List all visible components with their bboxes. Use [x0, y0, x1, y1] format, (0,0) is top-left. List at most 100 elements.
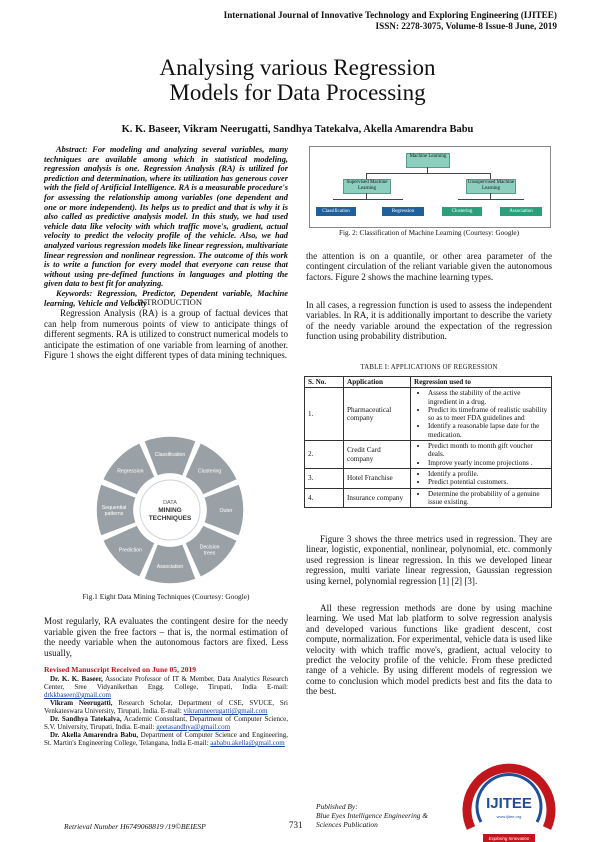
- table-header-cell: Regression used to: [410, 375, 552, 389]
- table-cell-uses: Assess the stability of the active ingre…: [410, 387, 552, 442]
- figure-2-caption: Fig. 2: Classification of Machine Learni…: [338, 229, 520, 237]
- wheel-segment: [142, 542, 198, 585]
- abstract-text: Abstract: For modeling and analyzing sev…: [44, 145, 288, 289]
- table-cell-application: Insurance company: [343, 487, 411, 509]
- ml-leaf-classification: Classification: [316, 207, 356, 216]
- affiliation-name: Dr. K. K. Baseer,: [50, 675, 103, 683]
- wheel-center-line3: TECHNIQUES: [149, 515, 192, 522]
- table-cell-uses: Determine the probability of a genuine i…: [410, 487, 552, 509]
- logo-tagline: Exploring Innovation: [489, 836, 530, 841]
- uses-list-item: Improve yearly income projections .: [428, 459, 548, 467]
- wheel-segment-label: Regression: [117, 468, 143, 474]
- affiliation-text: Research Scholar, Department of CSE, SVU…: [44, 699, 288, 715]
- table-row: 3.Hotel FranchiseIdentify a profile.Pred…: [304, 467, 552, 489]
- affiliation-email-link[interactable]: geetasandhya@gmail.com: [156, 723, 231, 731]
- ml-leaf-clustering: Clustering: [442, 207, 482, 216]
- uses-list: Assess the stability of the active ingre…: [414, 389, 548, 439]
- wheel-segment: [101, 523, 157, 579]
- logo-inner-ring: [475, 773, 543, 823]
- wheel-segments: [95, 435, 245, 585]
- affiliation-email-link[interactable]: vikramneerugatti@gmail.com: [183, 707, 268, 715]
- table-row: 1.Pharmaceutical companyAssess the stabi…: [304, 387, 552, 442]
- paper-title: Analysing various Regression Models for …: [0, 55, 595, 105]
- wheel-segment-label: Clustering: [198, 468, 221, 474]
- connector: [490, 173, 491, 179]
- table-header-cell: Application: [343, 375, 411, 389]
- table-body: 1.Pharmaceutical companyAssess the stabi…: [304, 387, 552, 509]
- table-cell-no: 4.: [304, 487, 344, 509]
- table-cell-application: Credit Card company: [343, 440, 411, 469]
- journal-issn: ISSN: 2278-3075, Volume-8 Issue-8 June, …: [375, 21, 557, 31]
- table-row: 4.Insurance company Determine the probabi…: [304, 487, 552, 509]
- wheel-center: [137, 477, 203, 543]
- wheel-segment-label: Association: [157, 564, 184, 570]
- ml-unsupervised-node: Unsupervised Machine Learning: [466, 179, 516, 194]
- uses-list: Identify a profile.Predict potential cus…: [414, 470, 548, 487]
- wheel-segment-label: Sequential: [102, 505, 127, 511]
- table-cell-application: Pharmaceutical company: [343, 387, 411, 442]
- affiliation-text: Academic Consultant, Department of Compu…: [44, 715, 288, 731]
- uses-list-item: Determine the probability of a genuine i…: [428, 490, 548, 507]
- affiliations: Dr. K. K. Baseer, Associate Professor of…: [44, 675, 288, 747]
- affiliation-email-link[interactable]: aababu.akella@gmail.com: [210, 739, 285, 747]
- intro-heading: I. INTRODUCTION: [129, 297, 203, 307]
- affiliation-name: Dr. Akella Amarendra Babu,: [50, 731, 139, 739]
- uses-list-item: Predict its timeframe of realistic usabi…: [428, 406, 548, 423]
- ml-leaf-regression: Regression: [382, 207, 424, 216]
- publisher-block: Published By: Blue Eyes Intelligence Eng…: [316, 802, 428, 829]
- wheel-segment-label: patterns: [105, 511, 124, 517]
- table-caption: TABLE I: APPLICATIONS OF REGRESSION: [360, 364, 498, 371]
- ml-root-label: Machine Learning: [409, 154, 447, 159]
- connector: [366, 173, 367, 179]
- table-cell-no: 2.: [304, 440, 344, 469]
- wheel-center-ring: [139, 479, 201, 541]
- affiliation-4: Dr. Akella Amarendra Babu, Department of…: [44, 731, 288, 747]
- right-paragraph-1: the attention is on a quantile, or other…: [306, 251, 552, 282]
- uses-list: Predict month to month gift voucher deal…: [414, 442, 548, 467]
- uses-list-item: Identify a profile.: [428, 470, 548, 478]
- published-by-label: Published By:: [316, 802, 358, 811]
- journal-name: International Journal of Innovative Tech…: [223, 10, 557, 20]
- wheel-segment-label: trees: [204, 551, 216, 557]
- wheel-segment-label: Outer: [220, 508, 233, 514]
- wheel-segment-label: Prediction: [119, 548, 142, 554]
- wheel-center-line1: DATA: [163, 500, 177, 506]
- logo-ring: [462, 763, 556, 830]
- table-header-row: S. No. Application Regression used to: [304, 375, 552, 389]
- connector: [458, 199, 524, 200]
- ml-root-node: Machine Learning: [406, 153, 450, 168]
- applications-table: S. No. Application Regression used to 1.…: [304, 375, 552, 509]
- table-cell-uses: Predict month to month gift voucher deal…: [410, 440, 552, 469]
- ml-unsupervised-label: Unsupervised Machine Learning: [467, 180, 515, 191]
- connector: [333, 199, 403, 200]
- publisher-line-2: Sciences Publication: [316, 820, 378, 829]
- connector: [427, 167, 428, 173]
- publisher-line-1: Blue Eyes Intelligence Engineering &: [316, 811, 429, 820]
- journal-header: International Journal of Innovative Tech…: [224, 10, 557, 32]
- uses-list-item: Assess the stability of the active ingre…: [428, 389, 548, 406]
- table-cell-no: 3.: [304, 467, 344, 489]
- wheel-segment: [95, 482, 138, 538]
- wheel-segment-label: Decision: [200, 545, 220, 551]
- affiliation-email-link[interactable]: drkkbaseer@gmail.com: [44, 691, 111, 699]
- connector: [366, 173, 490, 174]
- page-number: 731: [289, 820, 303, 830]
- right-paragraph-4: All these regression methods are done by…: [306, 603, 552, 697]
- wheel-segment-label: Classification: [155, 452, 186, 458]
- paper-title-text: Analysing various Regression Models for …: [159, 55, 436, 105]
- keywords-text: Keywords: Regression, Predictor, Depende…: [44, 288, 288, 308]
- table-cell-application: Hotel Franchise: [343, 467, 411, 489]
- wheel-segment: [142, 435, 198, 478]
- affiliation-name: Vikram Neerugatti,: [50, 699, 113, 707]
- retrieval-number: Retrieval Number H6749068819 /19©BEIESP: [64, 822, 206, 831]
- logo-wordmark: IJITEE: [486, 795, 532, 812]
- figure-2-diagram: Machine Learning Supervised Machine Lear…: [309, 146, 551, 228]
- wheel-segment: [183, 523, 239, 579]
- affiliation-1: Dr. K. K. Baseer, Associate Professor of…: [44, 675, 288, 699]
- wheel-segment: [183, 441, 239, 497]
- author-list: K. K. Baseer, Vikram Neerugatti, Sandhya…: [121, 124, 474, 135]
- affiliation-3: Dr. Sandhya Tatekalva, Academic Consulta…: [44, 715, 288, 731]
- uses-list-item: Predict month to month gift voucher deal…: [428, 442, 548, 459]
- connector: [490, 193, 491, 199]
- ijitee-logo: IJITEE www.ijitee.org Exploring Innovati…: [462, 763, 556, 842]
